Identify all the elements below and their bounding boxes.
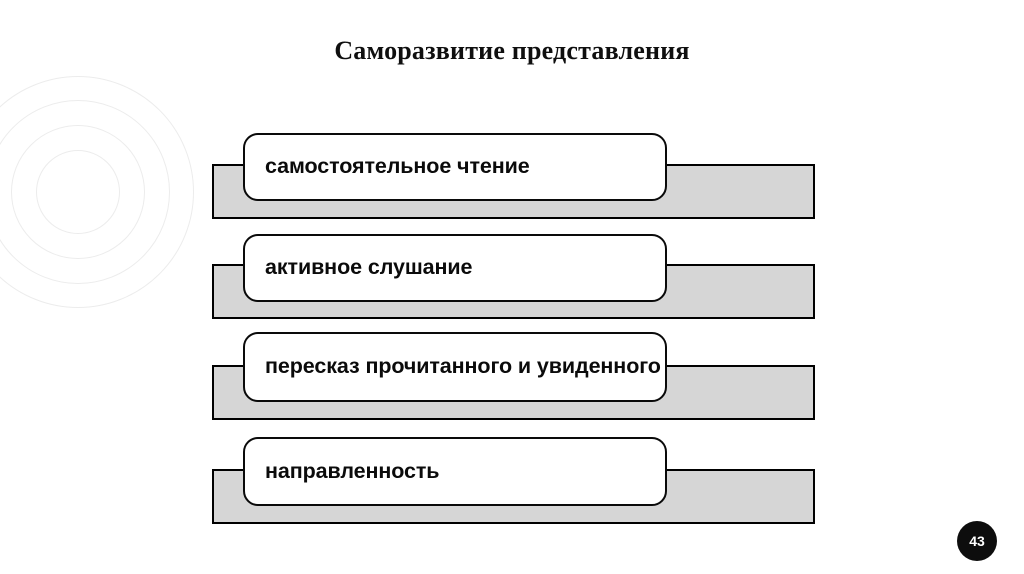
page-title: Саморазвитие представления — [334, 36, 690, 65]
row-card[interactable]: направленность — [243, 437, 667, 506]
page-number-badge: 43 — [957, 521, 997, 561]
row-card-label: самостоятельное чтение — [265, 154, 530, 179]
row-card-label: пересказ прочитанного и увиденного — [265, 354, 661, 379]
row-card-label: активное слушание — [265, 255, 473, 280]
row-card-label: направленность — [265, 458, 440, 483]
row-card[interactable]: пересказ прочитанного и увиденного — [243, 332, 667, 402]
row-card[interactable]: активное слушание — [243, 234, 667, 302]
row-card[interactable]: самостоятельное чтение — [243, 133, 667, 201]
